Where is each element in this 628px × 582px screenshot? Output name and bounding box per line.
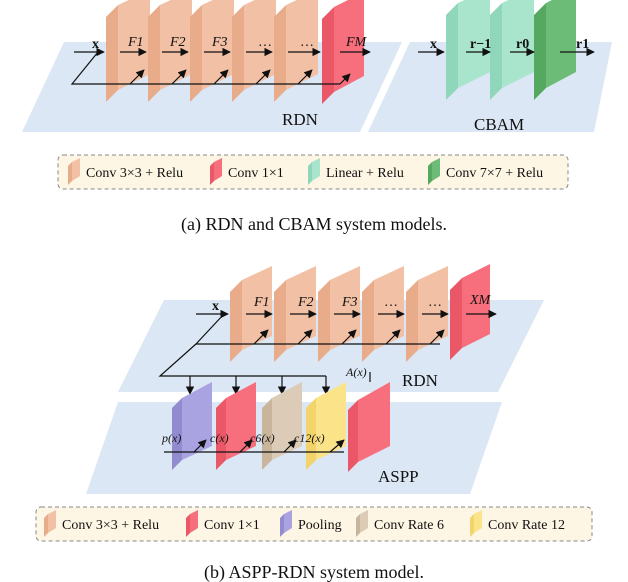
aspp-flow — [164, 439, 345, 453]
rdn-top-feature-2: F2 — [169, 35, 186, 50]
layer-linear-1 — [446, 3, 458, 100]
cbam-layers — [446, 0, 576, 100]
layer-b-conv3-1 — [230, 280, 242, 362]
caption-bottom: (b) ASPP-RDN system model. — [204, 562, 424, 582]
aspp-branch-3: c6(x) — [250, 431, 275, 445]
rdn-bottom-feature-4: … — [384, 295, 398, 310]
layer-aspp-fusion — [348, 400, 358, 472]
legend-bottom-item-2: Conv 1×1 — [204, 518, 260, 533]
rdn-bottom-layers — [230, 264, 490, 362]
rdn-top-feature-4: … — [258, 35, 272, 50]
legend-bottom-item-1: Conv 3×3 + Relu — [62, 518, 159, 533]
legend-top: Conv 3×3 + Relu Conv 1×1 Linear + Relu C… — [57, 154, 569, 190]
rdn-bottom-feature-5: … — [428, 295, 442, 310]
rdn-bottom-feature-1: F1 — [253, 295, 270, 310]
rdn-bottom-title: RDN — [402, 371, 438, 390]
cbam-title: CBAM — [474, 115, 524, 134]
cbam-output-3: r1 — [576, 37, 589, 52]
rdn-bottom-output-label: XM — [469, 293, 492, 308]
aspp-title: ASPP — [378, 467, 419, 486]
layer-conv3-4 — [232, 5, 244, 102]
rdn-top-input-label: x — [92, 37, 99, 52]
layer-b-conv3-3 — [318, 280, 330, 362]
layer-linear-2 — [490, 3, 502, 100]
layer-conv3-5 — [274, 5, 286, 102]
layer-b-conv3-5 — [406, 280, 418, 362]
legend-bottom-item-4: Conv Rate 6 — [374, 518, 444, 533]
rdn-top-output-label: FM — [345, 35, 368, 50]
rdn-top-title: RDN — [282, 110, 318, 129]
legend-bottom: Conv 3×3 + Relu Conv 1×1 Pooling Conv Ra… — [35, 506, 593, 542]
legend-top-item-4: Conv 7×7 + Relu — [446, 166, 543, 181]
rdn-bottom-feature-2: F2 — [297, 295, 314, 310]
layer-b-conv3-4 — [362, 280, 374, 362]
rdn-top-feature-5: … — [300, 35, 314, 50]
cbam-input-label: x — [430, 37, 437, 52]
layer-conv3-2 — [148, 5, 160, 102]
rdn-bottom-feature-3: F3 — [341, 295, 358, 310]
caption-top: (a) RDN and CBAM system models. — [181, 214, 447, 235]
layer-conv1-top — [322, 7, 334, 104]
rdn-bottom-ax-label: A(x) — [345, 365, 367, 379]
rdn-top-feature-1: F1 — [127, 35, 144, 50]
layer-conv3-3 — [190, 5, 202, 102]
rdn-bottom-input-label: x — [212, 299, 219, 314]
aspp-branch-1: p(x) — [161, 431, 181, 445]
layer-b-conv3-2 — [274, 280, 286, 362]
legend-bottom-item-5: Conv Rate 12 — [488, 518, 565, 533]
layer-conv3-1 — [106, 5, 118, 102]
cbam-output-1: r−1 — [470, 37, 491, 52]
rdn-top-flow — [70, 47, 371, 85]
legend-top-item-2: Conv 1×1 — [228, 166, 284, 181]
layer-conv7 — [534, 3, 546, 100]
legend-top-item-1: Conv 3×3 + Relu — [86, 166, 183, 181]
aspp-branch-4: c12(x) — [294, 431, 325, 445]
layer-b-conv1 — [450, 278, 462, 360]
aspp-branch-2: c(x) — [210, 431, 229, 445]
legend-bottom-item-3: Pooling — [298, 518, 342, 533]
legend-top-item-3: Linear + Relu — [326, 166, 404, 181]
aspp-distribution — [158, 343, 331, 395]
rdn-top-layers — [106, 0, 364, 104]
rdn-top-feature-3: F3 — [211, 35, 228, 50]
cbam-output-2: r0 — [516, 37, 529, 52]
